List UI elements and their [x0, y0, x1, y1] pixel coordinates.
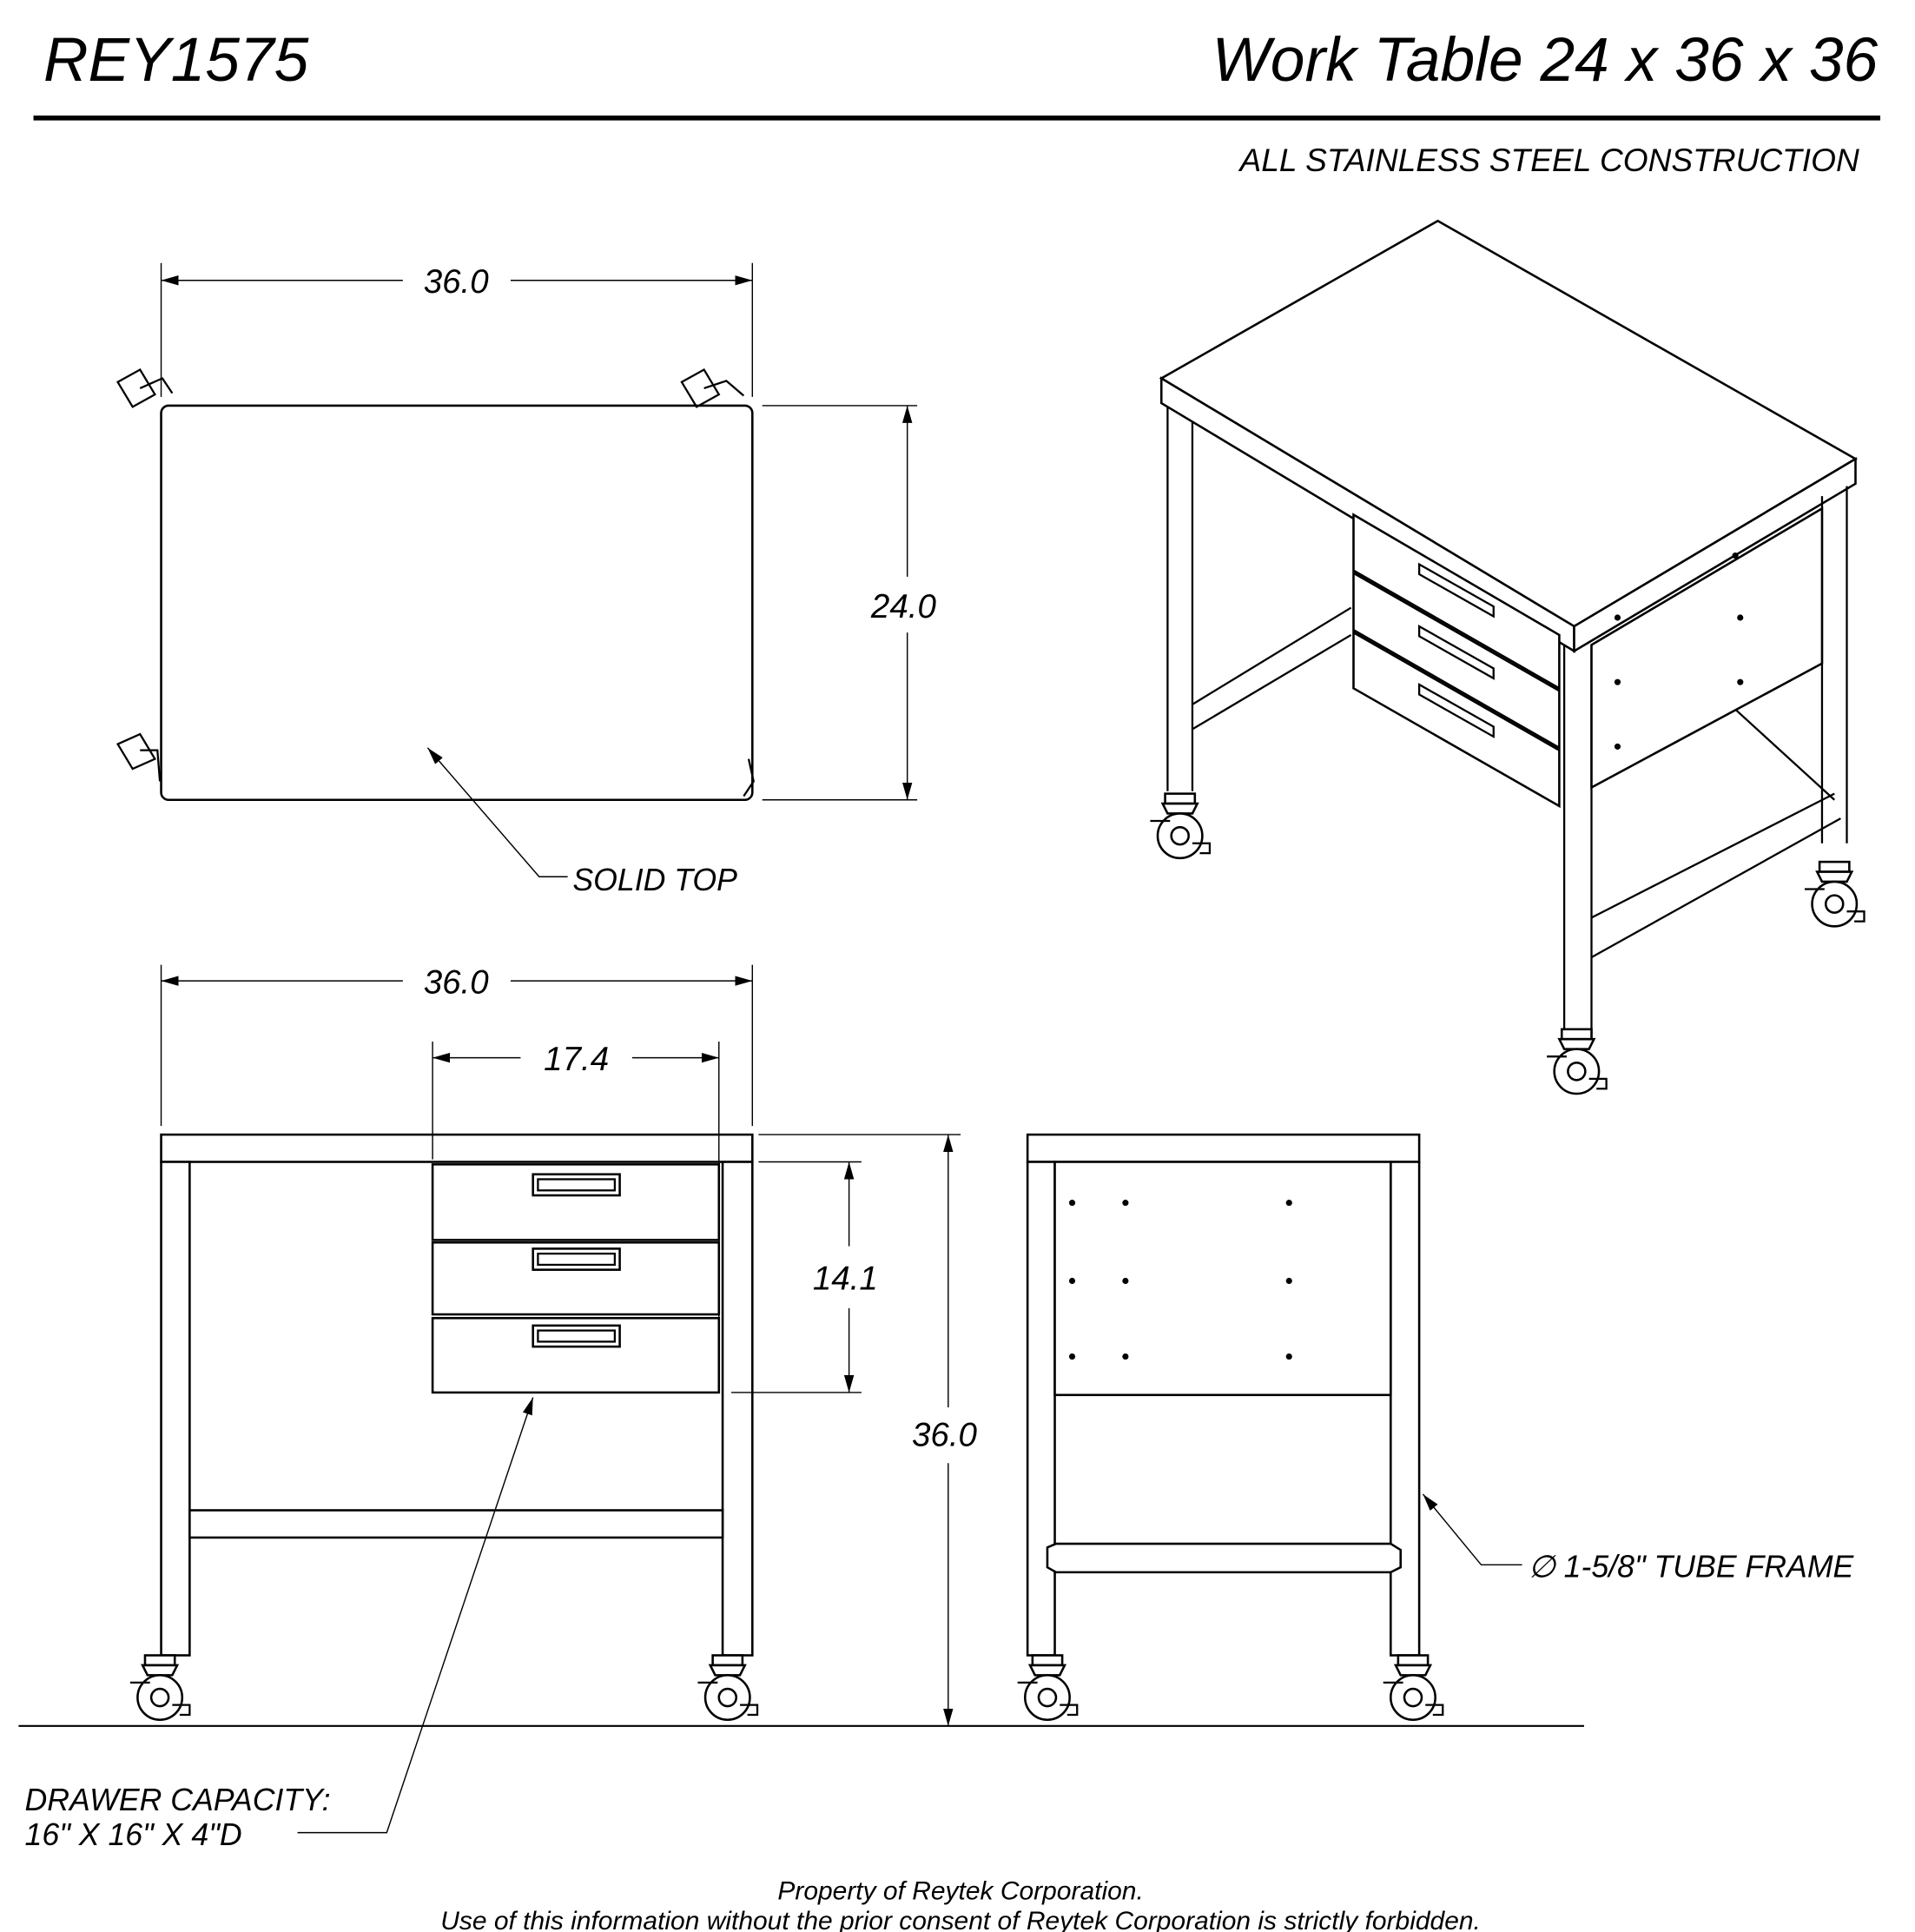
- isometric-view: [1149, 219, 1865, 1095]
- caster-top-icon: [116, 367, 755, 797]
- model-number: REY1575: [43, 25, 309, 95]
- caster-icon: [1803, 860, 1865, 928]
- top-depth-dim: 24.0: [870, 588, 937, 625]
- overall-height-dim: 36.0: [912, 1416, 978, 1453]
- footer-disclaimer: Use of this information without the prio…: [440, 1907, 1481, 1932]
- drawer-height-dim: 14.1: [813, 1260, 878, 1297]
- drawer-width-dim: 17.4: [544, 1041, 609, 1078]
- drawing-title: Work Table 24 x 36 x 36: [1212, 25, 1878, 95]
- drawer-capacity-label: DRAWER CAPACITY:: [25, 1783, 331, 1817]
- caster-icon: [129, 1654, 191, 1722]
- side-view: ∅ 1-5/8" TUBE FRAME: [1016, 1133, 1855, 1722]
- caster-icon: [1382, 1654, 1444, 1722]
- tube-frame-callout: ∅ 1-5/8" TUBE FRAME: [1529, 1550, 1855, 1585]
- front-view: 36.0 17.4 14.1 36.0 DRAWER CAPACITY: 16"…: [25, 963, 978, 1851]
- drawer-stack: [431, 1163, 721, 1394]
- caster-icon: [1016, 1654, 1079, 1722]
- caster-icon: [697, 1654, 759, 1722]
- top-view: 36.0 24.0 SOLID TOP: [116, 262, 937, 897]
- solid-top-callout: SOLID TOP: [572, 863, 737, 897]
- front-width-dim: 36.0: [424, 963, 490, 1001]
- caster-icon: [1545, 1028, 1608, 1095]
- solid-top: [160, 404, 754, 802]
- drawer-capacity-value: 16" X 16" X 4"D: [25, 1817, 242, 1852]
- construction-note: ALL STAINLESS STEEL CONSTRUCTION: [1238, 142, 1859, 178]
- top-width-dim: 36.0: [424, 263, 490, 301]
- caster-icon: [1149, 792, 1212, 860]
- footer-property: Property of Reytek Corporation.: [777, 1877, 1143, 1906]
